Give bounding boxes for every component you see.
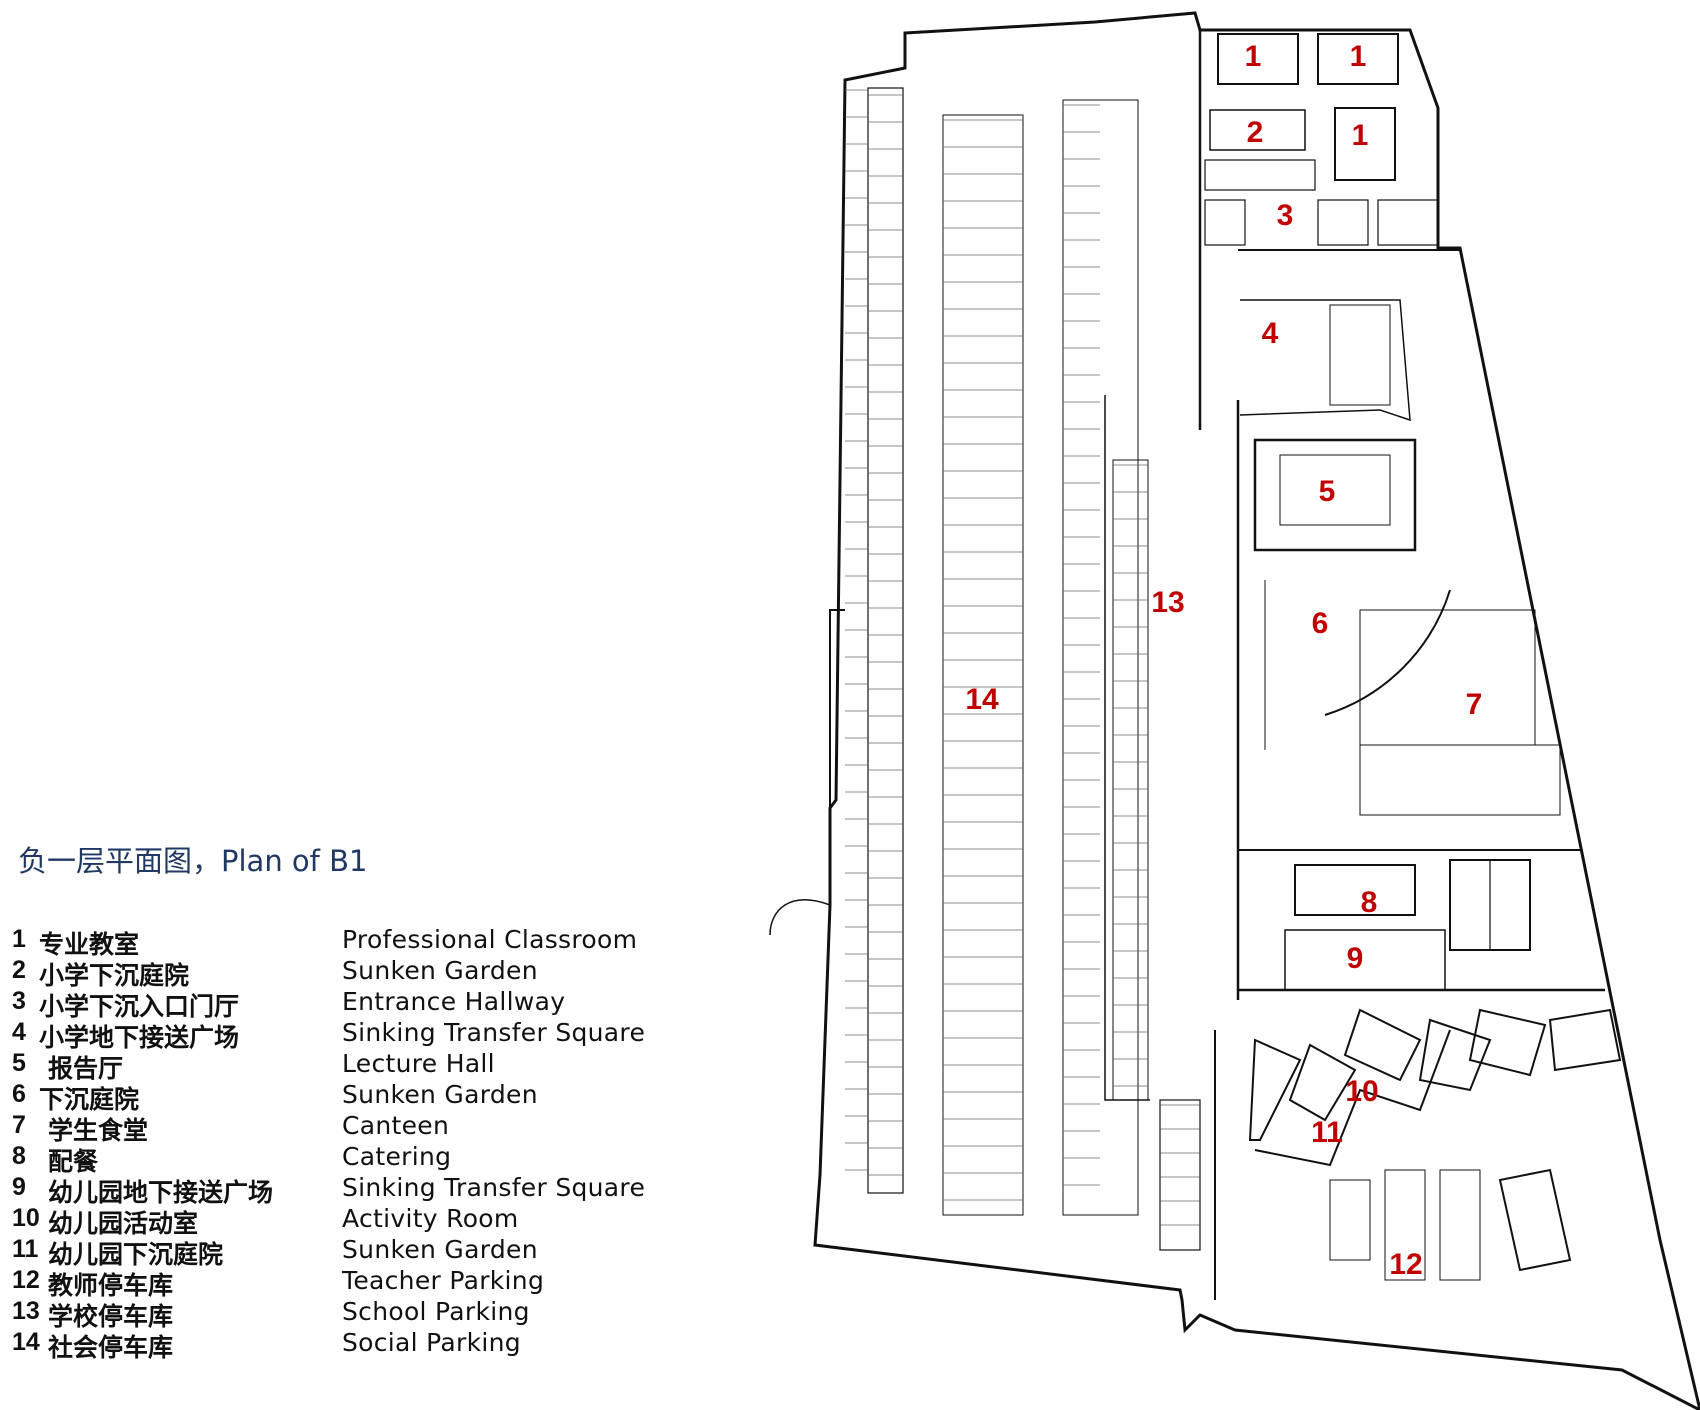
zone-5-label: 5 [1319,475,1336,508]
plan-zone-labels: 1 1 1 2 3 4 5 6 7 8 9 10 11 12 13 14 [965,40,1482,1281]
legend-english: Catering [342,1142,452,1171]
legend-chinese: 学生食堂 [48,1116,149,1145]
page-title: 负一层平面图，Plan of B1 [18,844,368,878]
parking-stalls [845,89,1200,1226]
legend-item: 6 下沉庭院 Sunken Garden [12,1080,692,1114]
zone-1-label: 1 [1350,40,1367,73]
legend: 1 专业教室 Professional Classroom 2 小学下沉庭院 S… [12,925,692,1362]
legend-chinese: 社会停车库 [48,1333,174,1362]
zone-6-label: 6 [1312,607,1329,640]
zone-4-label: 4 [1262,317,1279,350]
legend-chinese: 下沉庭院 [39,1085,140,1114]
zone-14-label: 14 [965,683,999,716]
legend-item: 4 小学地下接送广场 Sinking Transfer Square [12,1018,692,1052]
legend-english: Sinking Transfer Square [342,1173,646,1202]
legend-chinese: 小学下沉庭院 [39,961,190,990]
legend-english: Sunken Garden [342,956,538,985]
legend-item: 14 社会停车库 Social Parking [12,1328,692,1362]
zone-9-label: 9 [1347,942,1364,975]
legend-number: 14 [12,1328,40,1356]
legend-english: Sunken Garden [342,1235,538,1264]
legend-item: 1 专业教室 Professional Classroom [12,925,692,959]
legend-english: Social Parking [342,1328,521,1357]
legend-chinese: 报告厅 [48,1054,124,1083]
legend-chinese: 配餐 [48,1147,99,1176]
legend-english: Activity Room [342,1204,519,1233]
legend-number: 3 [12,987,26,1015]
legend-item: 7 学生食堂 Canteen [12,1111,692,1145]
zone-1-label: 1 [1352,119,1369,152]
zone-3-label: 3 [1277,199,1294,232]
legend-number: 7 [12,1111,26,1139]
legend-number: 6 [12,1080,26,1108]
legend-english: School Parking [342,1297,530,1326]
legend-item: 5 报告厅 Lecture Hall [12,1049,692,1083]
plan-outline [769,11,1700,1410]
legend-item: 12 教师停车库 Teacher Parking [12,1266,692,1300]
legend-chinese: 专业教室 [39,930,140,959]
legend-english: Canteen [342,1111,450,1140]
legend-item: 8 配餐 Catering [12,1142,692,1176]
legend-number: 5 [12,1049,26,1077]
zone-2-label: 2 [1247,116,1264,149]
zone-10-label: 10 [1345,1075,1378,1108]
legend-english: Entrance Hallway [342,987,566,1016]
legend-number: 2 [12,956,26,984]
legend-item: 10 幼儿园活动室 Activity Room [12,1204,692,1238]
legend-number: 11 [12,1235,39,1263]
legend-english: Professional Classroom [342,925,638,954]
legend-chinese: 幼儿园下沉庭院 [48,1240,224,1269]
legend-chinese: 学校停车库 [48,1302,174,1331]
legend-item: 11 幼儿园下沉庭院 Sunken Garden [12,1235,692,1269]
legend-chinese: 小学下沉入口门厅 [39,992,240,1021]
legend-number: 9 [12,1173,26,1201]
legend-chinese: 幼儿园地下接送广场 [48,1178,274,1207]
legend-item: 9 幼儿园地下接送广场 Sinking Transfer Square [12,1173,692,1207]
legend-number: 8 [12,1142,26,1170]
legend-item: 2 小学下沉庭院 Sunken Garden [12,956,692,990]
legend-chinese: 小学地下接送广场 [39,1023,240,1052]
legend-number: 1 [12,925,26,953]
zone-1-label: 1 [1245,40,1262,73]
legend-number: 4 [12,1018,26,1046]
legend-english: Sinking Transfer Square [342,1018,646,1047]
legend-number: 12 [12,1266,40,1294]
zone-11-label: 11 [1311,1116,1343,1149]
legend-item: 13 学校停车库 School Parking [12,1297,692,1331]
zone-8-label: 8 [1361,886,1378,919]
zone-7-label: 7 [1466,688,1483,721]
legend-number: 13 [12,1297,40,1325]
legend-item: 3 小学下沉入口门厅 Entrance Hallway [12,987,692,1021]
legend-chinese: 幼儿园活动室 [48,1209,199,1238]
legend-chinese: 教师停车库 [48,1271,174,1300]
legend-english: Lecture Hall [342,1049,495,1078]
zone-13-label: 13 [1151,586,1184,619]
zone-12-label: 12 [1389,1248,1422,1281]
legend-english: Teacher Parking [342,1266,545,1295]
legend-english: Sunken Garden [342,1080,538,1109]
legend-number: 10 [12,1204,40,1232]
